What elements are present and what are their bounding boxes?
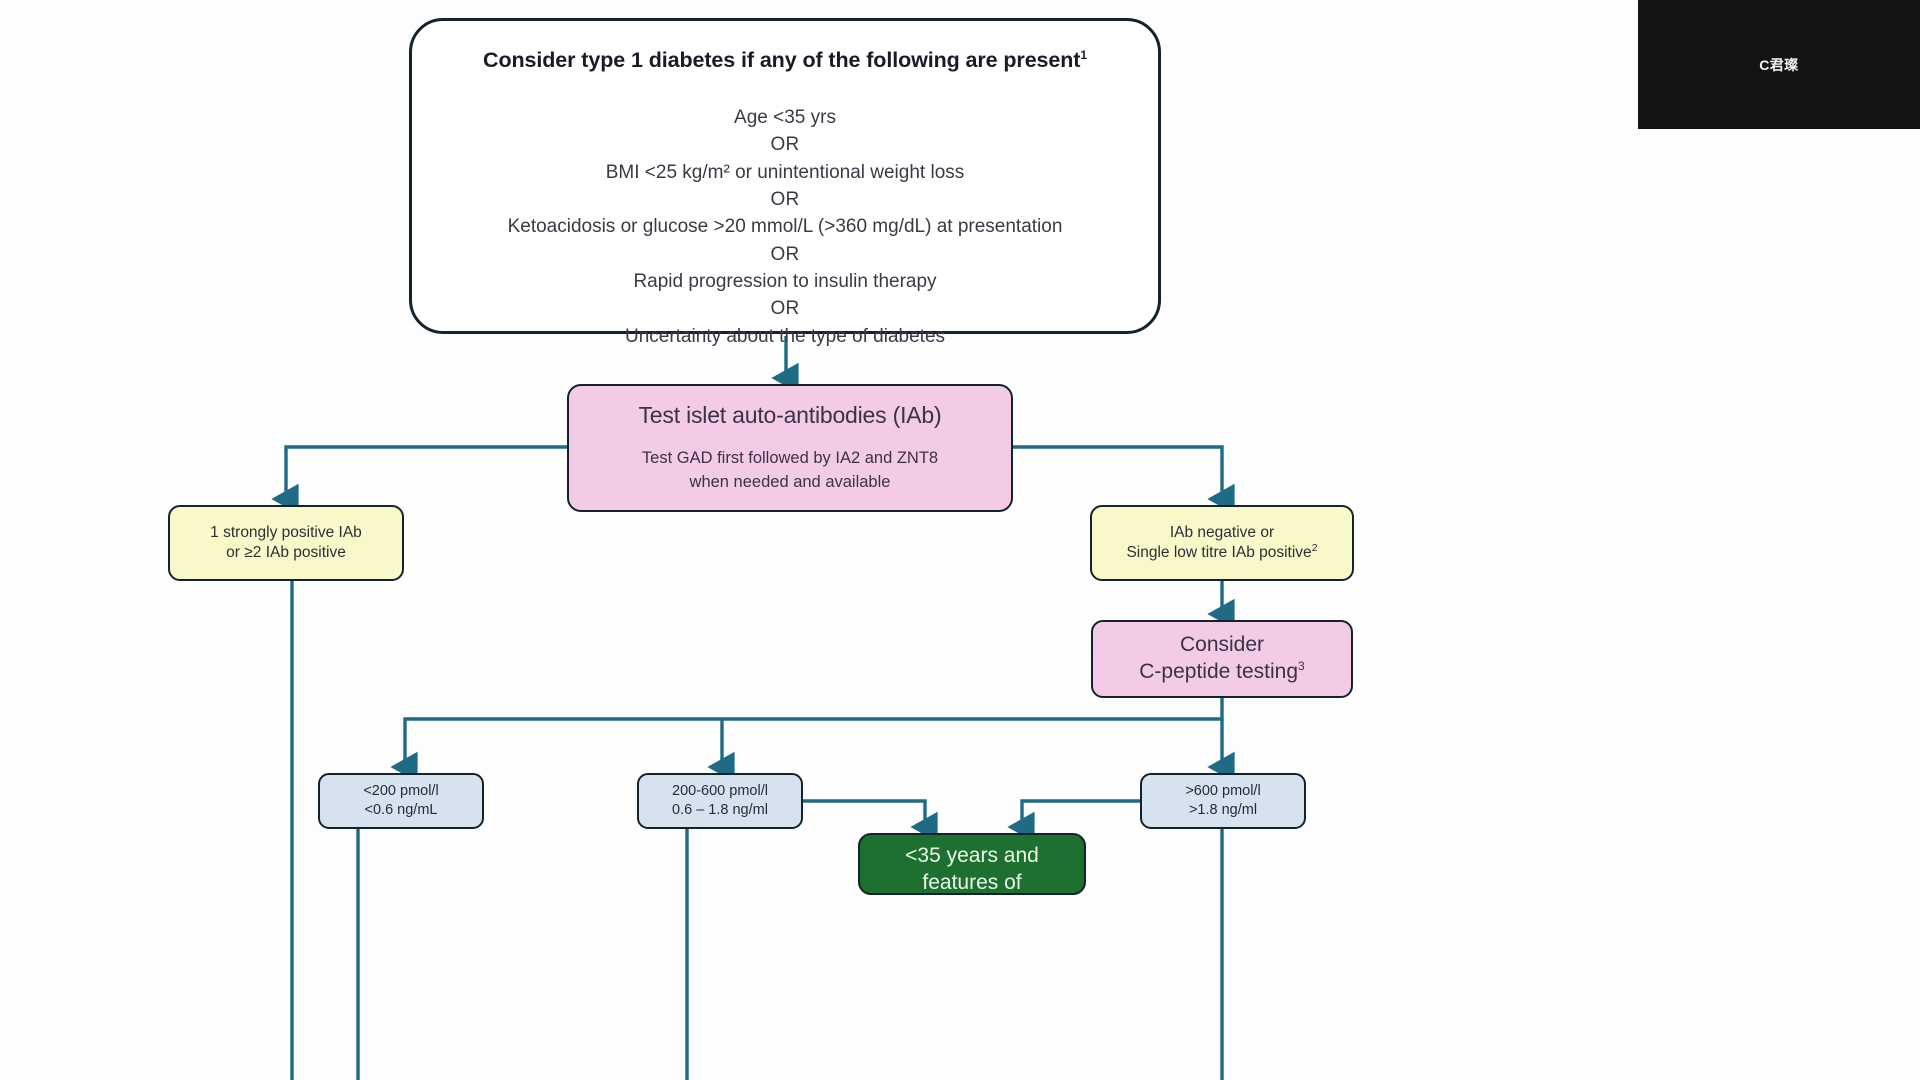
criteria-line: Age <35 yrs bbox=[734, 107, 836, 129]
criteria-line: OR bbox=[770, 243, 800, 265]
edge-mid-to-green bbox=[803, 799, 938, 843]
iab-test-subtext-line1: Test GAD first followed by IA2 and ZNT8 bbox=[641, 448, 939, 467]
iab-negative-box: IAb negative or Single low titre IAb pos… bbox=[1090, 505, 1354, 581]
iab-positive-line1: 1 strongly positive IAb bbox=[210, 524, 362, 542]
edge-iabtest-to-negative bbox=[1013, 445, 1235, 515]
criteria-line: Ketoacidosis or glucose >20 mmol/L (>360… bbox=[507, 216, 1063, 238]
green-outcome-line1: <35 years and bbox=[905, 844, 1039, 867]
cpeptide-testing-line2: C-peptide testing3 bbox=[1139, 659, 1305, 683]
cpeptide-range-low-line1: <200 pmol/l bbox=[363, 783, 439, 800]
criteria-line: Rapid progression to insulin therapy bbox=[633, 270, 937, 292]
iab-negative-line2: Single low titre IAb positive2 bbox=[1126, 542, 1318, 562]
criteria-title: Consider type 1 diabetes if any of the f… bbox=[483, 47, 1087, 72]
cpeptide-range-low-line2: <0.6 ng/mL bbox=[364, 802, 438, 818]
criteria-line: OR bbox=[770, 298, 800, 320]
criteria-line: OR bbox=[770, 134, 800, 156]
cpeptide-testing-box: Consider C-peptide testing3 bbox=[1091, 620, 1353, 698]
criteria-line: OR bbox=[770, 188, 800, 210]
iab-test-heading: Test islet auto-antibodies (IAb) bbox=[638, 402, 942, 429]
edge-cpeptide-to-low bbox=[390, 698, 1224, 783]
iab-test-subtext: Test GAD first followed by IA2 and ZNT8 … bbox=[642, 447, 938, 495]
green-outcome-box: <35 years and features of bbox=[858, 833, 1086, 895]
watermark-overlay: C君璨 bbox=[1638, 0, 1920, 129]
iab-test-subtext-line2: when needed and available bbox=[689, 472, 891, 491]
iab-negative-line1: IAb negative or bbox=[1169, 523, 1275, 541]
green-outcome-line2: features of bbox=[922, 870, 1022, 894]
watermark-text: C君璨 bbox=[1759, 56, 1799, 73]
iab-test-box: Test islet auto-antibodies (IAb) Test GA… bbox=[567, 384, 1013, 512]
criteria-line: Uncertainty about the type of diabetes bbox=[624, 325, 946, 347]
criteria-list: Age <35 yrs OR BMI <25 kg/m² or unintent… bbox=[508, 105, 1063, 351]
cpeptide-range-mid-box: 200-600 pmol/l 0.6 – 1.8 ng/ml bbox=[637, 773, 803, 829]
criteria-box: Consider type 1 diabetes if any of the f… bbox=[409, 18, 1161, 347]
cpeptide-range-mid-line1: 200-600 pmol/l bbox=[672, 783, 768, 800]
iab-positive-box: 1 strongly positive IAb or ≥2 IAb positi… bbox=[168, 505, 404, 581]
iab-positive-line2: or ≥2 IAb positive bbox=[226, 544, 346, 561]
cpeptide-range-high-box: >600 pmol/l >1.8 ng/ml bbox=[1140, 773, 1306, 829]
criteria-line: BMI <25 kg/m² or unintentional weight lo… bbox=[605, 161, 965, 183]
cpeptide-range-mid-line2: 0.6 – 1.8 ng/ml bbox=[672, 802, 768, 818]
edge-iabtest-to-positive bbox=[271, 445, 567, 515]
cpeptide-range-high-line2: >1.8 ng/ml bbox=[1188, 802, 1258, 818]
cpeptide-range-low-box: <200 pmol/l <0.6 ng/mL bbox=[318, 773, 484, 829]
cpeptide-range-high-line1: >600 pmol/l bbox=[1185, 783, 1261, 800]
edge-high-to-green bbox=[1007, 799, 1140, 843]
cpeptide-testing-line1: Consider bbox=[1179, 633, 1265, 657]
